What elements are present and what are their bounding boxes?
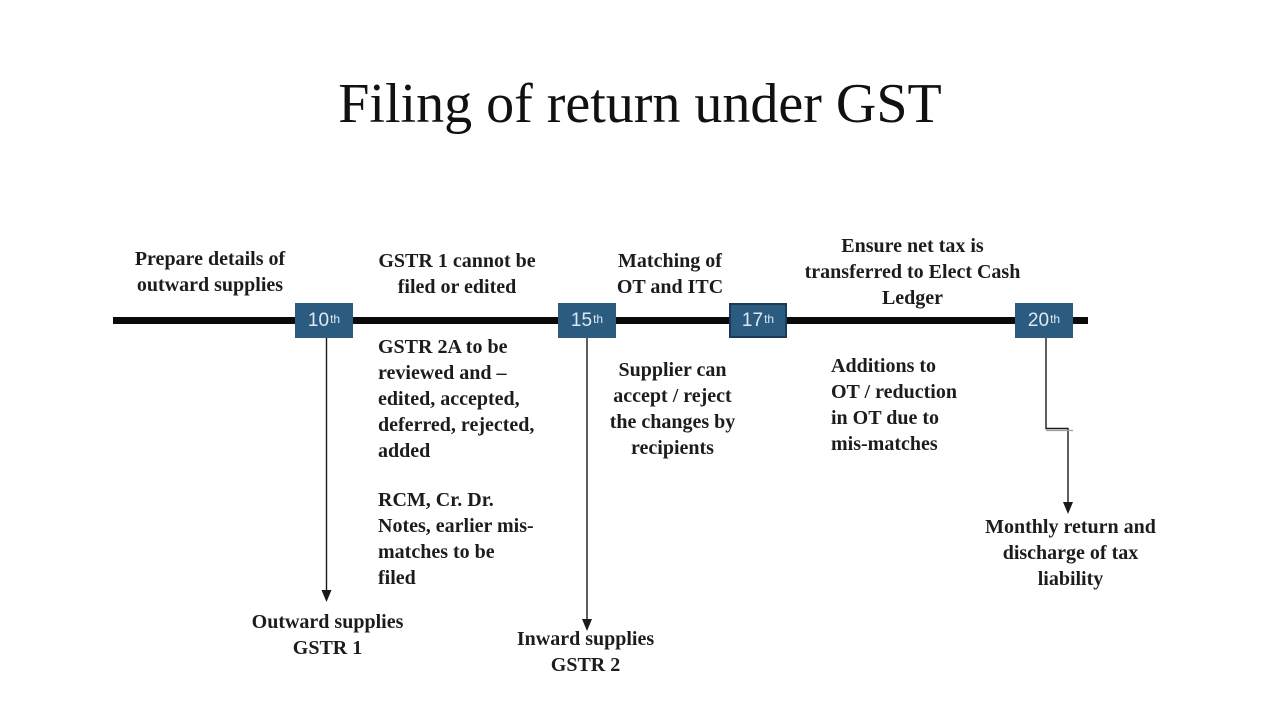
marker-day: 10: [307, 310, 330, 331]
marker-day: 15: [570, 310, 593, 331]
annotation-gstr1-cannot-be-filed: GSTR 1 cannot be filed or edited: [378, 250, 536, 298]
marker-ordinal-suffix: th: [1050, 311, 1061, 326]
outcome-monthly-return: Monthly return and discharge of tax liab…: [985, 516, 1156, 590]
marker-ordinal-suffix: th: [593, 311, 604, 326]
marker-ordinal-suffix: th: [330, 311, 341, 326]
marker-day: 20: [1027, 310, 1050, 331]
annotation-ensure-net-tax: Ensure net tax is transferred to Elect C…: [804, 235, 1021, 309]
outcome-inward-supplies-gstr2: Inward supplies GSTR 2: [516, 628, 655, 676]
arrowhead-15th-icon: [582, 619, 592, 631]
annotation-gstr2a-review: GSTR 2A to be reviewed and – edited, acc…: [378, 336, 535, 462]
annotation-matching-ot-itc: Matching of OT and ITC: [616, 250, 724, 298]
marker-day: 17: [741, 310, 764, 331]
arrowhead-20th-icon: [1063, 502, 1073, 514]
annotation-additions-to-ot: Additions to OT / reduction in OT due to…: [831, 355, 957, 455]
annotation-supplier-accept-reject: Supplier can accept / reject the changes…: [609, 359, 736, 459]
outcome-outward-supplies-gstr1: Outward supplies GSTR 1: [251, 611, 404, 659]
annotation-rcm-notes: RCM, Cr. Dr. Notes, earlier mis- matches…: [378, 489, 534, 589]
annotation-prepare-outward-supplies: Prepare details of outward supplies: [134, 248, 286, 296]
arrowhead-10th-icon: [321, 590, 332, 602]
connector-20th-elbow-arrow: [1045, 337, 1069, 503]
slide-title: Filing of return under GST: [338, 73, 942, 135]
marker-ordinal-suffix: th: [764, 311, 775, 326]
